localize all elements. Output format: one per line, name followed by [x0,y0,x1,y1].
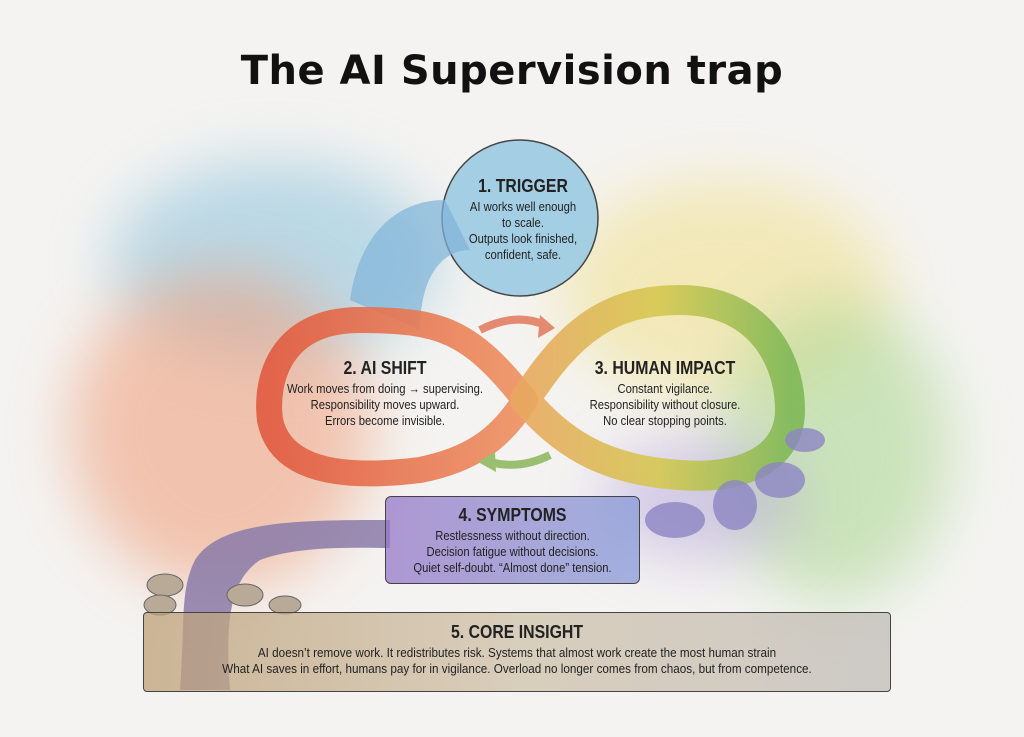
human-impact-heading: 3. HUMAN IMPACT [594,358,736,378]
loop-right [510,284,806,491]
human-impact-line: Constant vigilance. [617,382,713,396]
section-ai-shift: 2. AI SHIFT Work moves from doing → supe… [255,358,515,429]
symptoms-line: Decision fatigue without decisions. [426,545,599,559]
ai-shift-heading: 2. AI SHIFT [343,358,427,378]
arrow-back-icon [488,451,552,469]
section-symptoms: 4. SYMPTOMS Restlessness without directi… [385,496,640,584]
human-impact-line: No clear stopping points. [603,414,727,428]
symptoms-heading: 4. SYMPTOMS [458,505,567,525]
arrow-forward-icon [478,315,547,334]
trigger-line: confident, safe. [484,248,562,262]
rocks [143,573,302,616]
page-title: The AI Supervision trap [240,48,784,94]
symptoms-line: Quiet self-doubt. “Almost done” tension. [413,561,612,575]
tree-trunk [180,520,390,690]
storm-clouds [645,428,825,538]
section-core-insight: 5. CORE INSIGHT AI doesn’t remove work. … [143,612,891,692]
trigger-heading: 1. TRIGGER [478,176,568,196]
trigger-line: AI works well enough [469,200,577,214]
section-human-impact: 3. HUMAN IMPACT Constant vigilance. Resp… [560,358,770,429]
human-impact-line: Responsibility without closure. [589,398,741,412]
trigger-line: Outputs look finished, [468,232,578,246]
ai-shift-line: Responsibility moves upward. [310,398,460,412]
core-insight-line: What AI saves in effort, humans pay for … [222,661,812,676]
data-stream [350,200,470,330]
symptoms-line: Restlessness without direction. [435,529,590,543]
ai-shift-line: Errors become invisible. [324,414,446,428]
trigger-line: to scale. [502,216,544,230]
core-insight-heading: 5. CORE INSIGHT [450,622,584,642]
ai-shift-line: Work moves from doing → supervising. [286,382,484,396]
loop-left [256,306,538,487]
core-insight-line: AI doesn’t remove work. It redistributes… [257,645,777,660]
section-trigger: 1. TRIGGER AI works well enough to scale… [448,176,598,263]
